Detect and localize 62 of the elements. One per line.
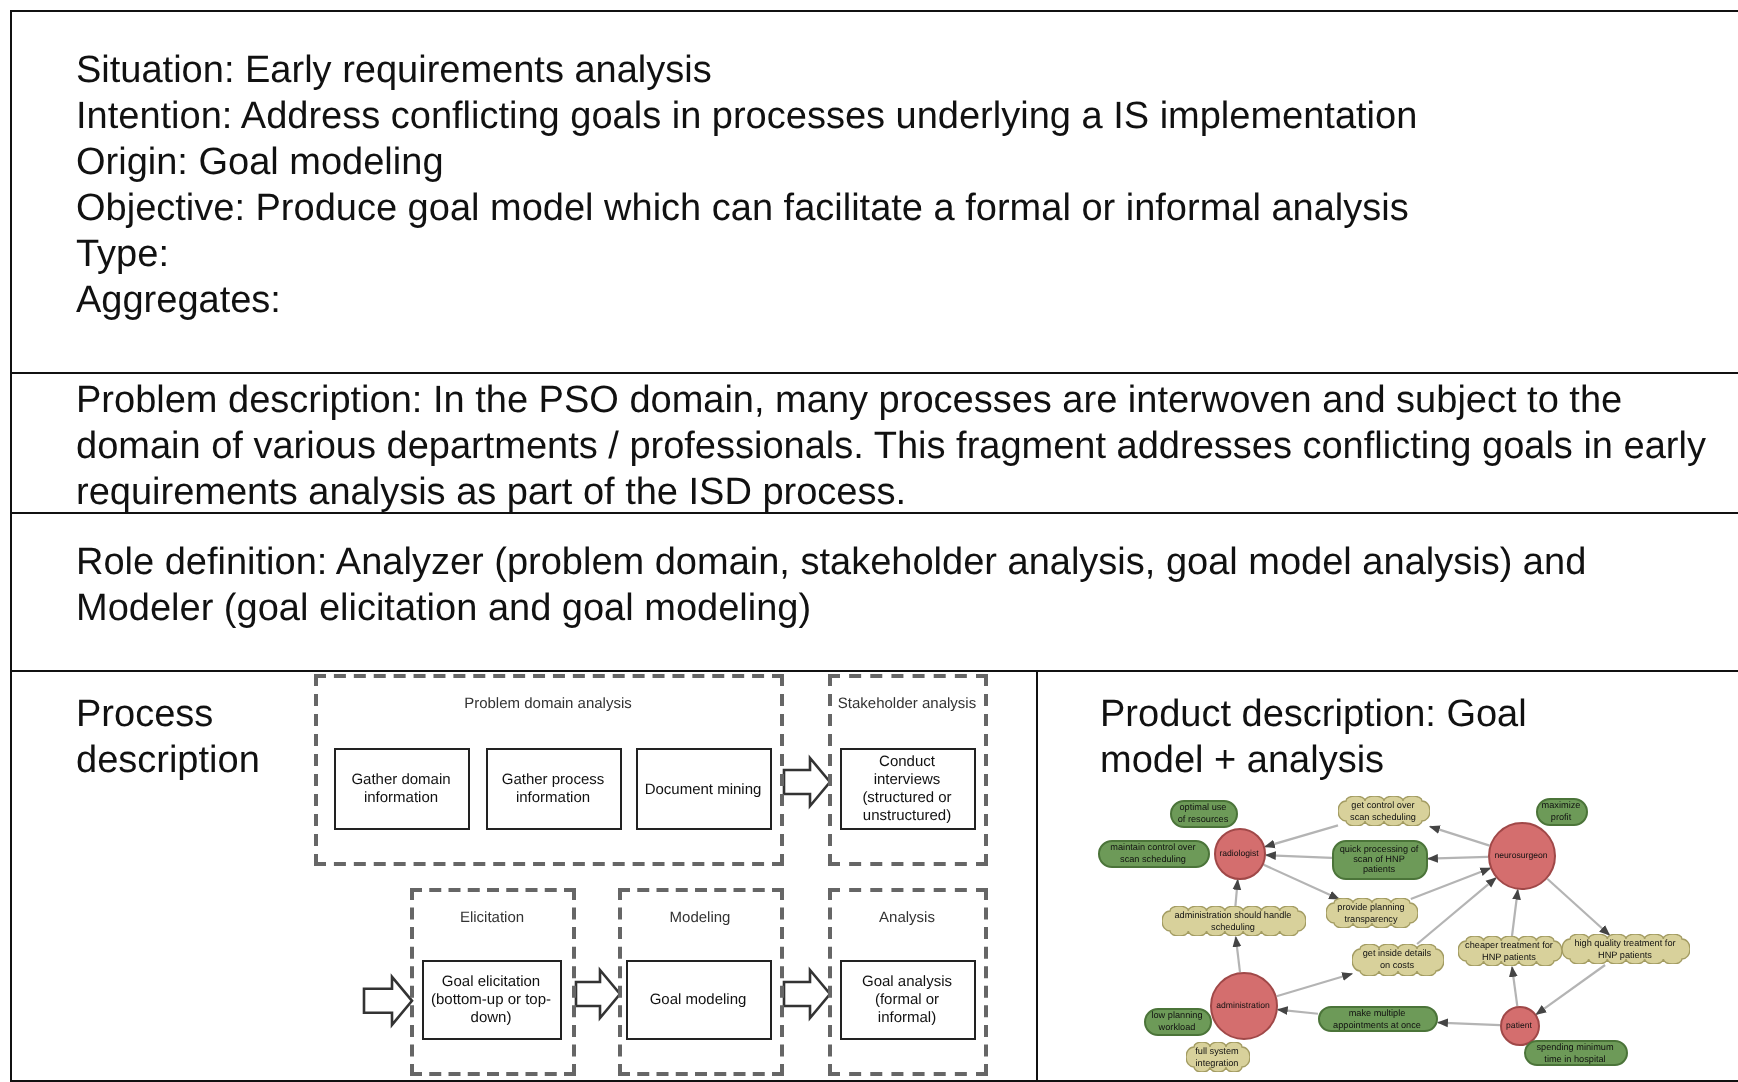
dependency-arrow	[1232, 878, 1242, 908]
section-text: Intention: Address conflicting goals in processes underlying a IS implementation	[76, 94, 1420, 140]
process-box	[635, 747, 771, 829]
block-arrow	[782, 966, 832, 1022]
dependency-arrow	[1428, 825, 1490, 847]
process-box	[839, 747, 975, 829]
dashed-group	[409, 887, 575, 1075]
goal-box	[1331, 839, 1427, 879]
dependency-arrow	[1263, 863, 1340, 900]
process-box	[839, 959, 975, 1039]
block-arrow	[782, 754, 832, 810]
dependency-arrow	[1546, 878, 1611, 936]
dependency-arrow	[1416, 877, 1497, 945]
section-text: Type:	[76, 232, 171, 278]
dashed-group	[313, 673, 783, 865]
softgoal-cloud	[1325, 898, 1417, 928]
process-box	[333, 747, 469, 829]
softgoal-cloud	[1185, 1042, 1249, 1072]
section-text: Situation: Early requirements analysis	[76, 48, 714, 94]
actor-circle	[1209, 971, 1277, 1039]
description-panel	[10, 670, 1038, 1082]
dependency-arrow	[1264, 851, 1333, 860]
dependency-arrow	[1436, 1018, 1501, 1028]
dependency-arrow	[1276, 972, 1354, 998]
goal-box	[1097, 839, 1209, 867]
goal-box	[1535, 797, 1587, 825]
dependency-arrow	[1510, 888, 1521, 938]
goal-box	[1317, 1006, 1437, 1032]
panel-heading: Product description: Goal model + analysis	[1100, 692, 1529, 784]
goal-box	[1143, 1007, 1211, 1035]
softgoal-cloud	[1561, 934, 1689, 964]
block-arrow	[574, 966, 622, 1022]
dependency-arrow	[1232, 935, 1242, 973]
dependency-arrow	[1410, 867, 1492, 901]
block-arrow	[362, 973, 414, 1029]
section-text: Origin: Goal modeling	[76, 140, 446, 186]
panel-heading: Process description	[76, 692, 262, 784]
goal-box	[1169, 799, 1237, 827]
softgoal-cloud	[1337, 796, 1429, 826]
process-box	[625, 959, 771, 1039]
dashed-group	[827, 673, 987, 865]
softgoal-cloud	[1161, 906, 1305, 936]
section-text: Problem description: In the PSO domain, many processes are interwoven and subject to the domain of various departments / professionals. This fragment addresses conflicting goals in early requirements analysis as part of the ISD process.	[76, 378, 1708, 516]
dashed-group	[827, 887, 987, 1075]
softgoal-cloud	[1457, 936, 1561, 966]
dependency-arrow	[1263, 824, 1339, 849]
section-text: Role definition: Analyzer (problem domain, stakeholder analysis, goal model analysis) and Modeler (goal elicitation and goal modeling)	[76, 540, 1589, 632]
actor-circle	[1499, 1005, 1539, 1045]
actor-circle	[1487, 821, 1555, 889]
section-text: Objective: Produce goal model which can facilitate a formal or informal analysis	[76, 186, 1411, 232]
dependency-arrow	[1509, 965, 1519, 1007]
process-box	[421, 959, 561, 1039]
dependency-arrow	[1535, 964, 1606, 1016]
dependency-arrow	[1426, 853, 1489, 863]
dependency-arrow	[1276, 1006, 1319, 1015]
dashed-group	[617, 887, 783, 1075]
goal-box	[1523, 1040, 1627, 1066]
actor-circle	[1213, 827, 1265, 879]
softgoal-cloud	[1351, 943, 1443, 975]
section-text: Aggregates:	[76, 278, 283, 324]
table-section	[10, 10, 1738, 374]
process-box	[485, 747, 621, 829]
